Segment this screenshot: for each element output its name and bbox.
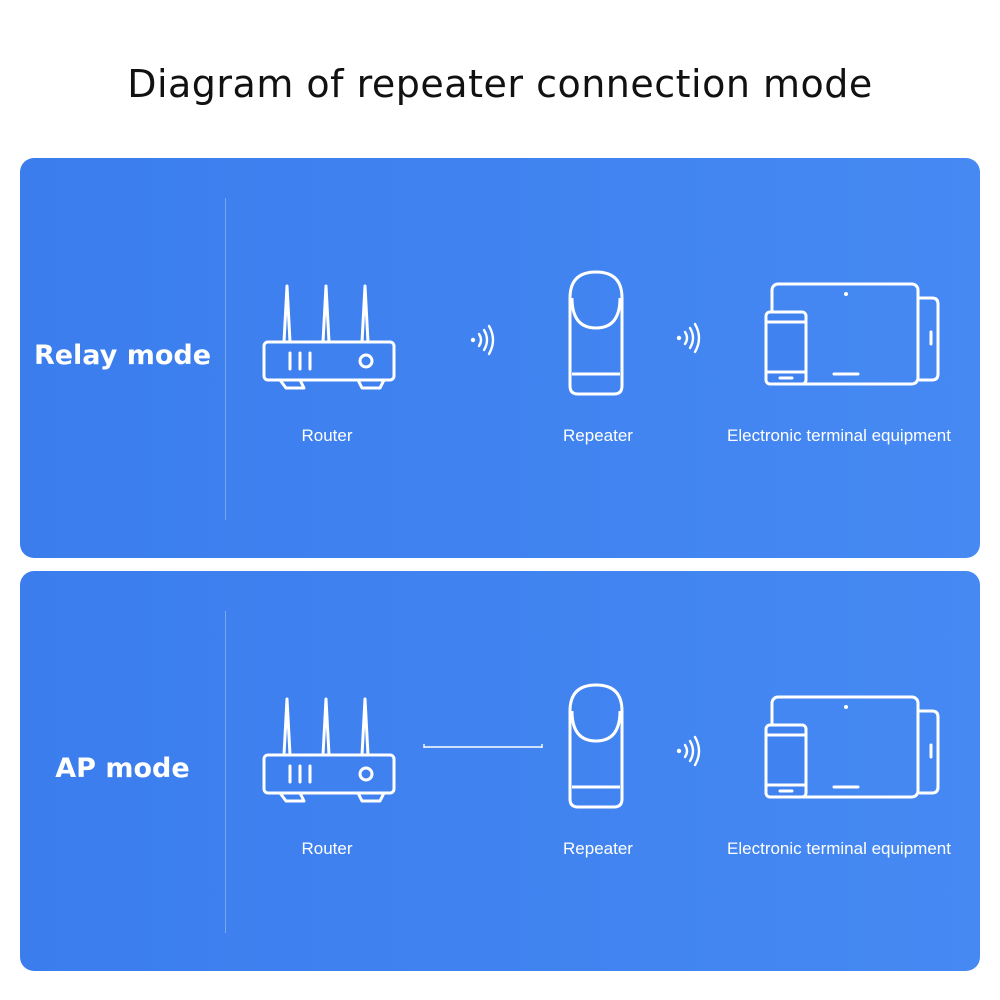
wifi-signal-icon [468,324,498,356]
panel-divider [225,611,226,933]
mode-label: Relay mode [33,340,212,371]
mode-label: AP mode [55,753,190,784]
router-label: Router [301,426,353,445]
router-label: Router [301,839,353,858]
page-title: Diagram of repeater connection mode [127,62,873,106]
repeater-label: Repeater [563,839,633,858]
terminal-label: Electronic terminal equipment [727,426,951,445]
wifi-signal-icon [674,735,704,767]
router-icon [260,693,400,805]
router-icon [260,280,400,392]
wifi-signal-icon [674,322,704,354]
panel-divider [225,198,226,520]
relay-mode-panel: Relay mode [20,158,980,558]
terminal-label: Electronic terminal equipment [727,839,951,858]
tablet-phone-icon [762,280,944,388]
repeater-icon [566,681,626,813]
repeater-icon [566,268,626,400]
tablet-phone-icon [762,693,944,801]
ap-mode-panel: AP mode [20,571,980,971]
cable-line [422,743,544,751]
repeater-label: Repeater [563,426,633,445]
